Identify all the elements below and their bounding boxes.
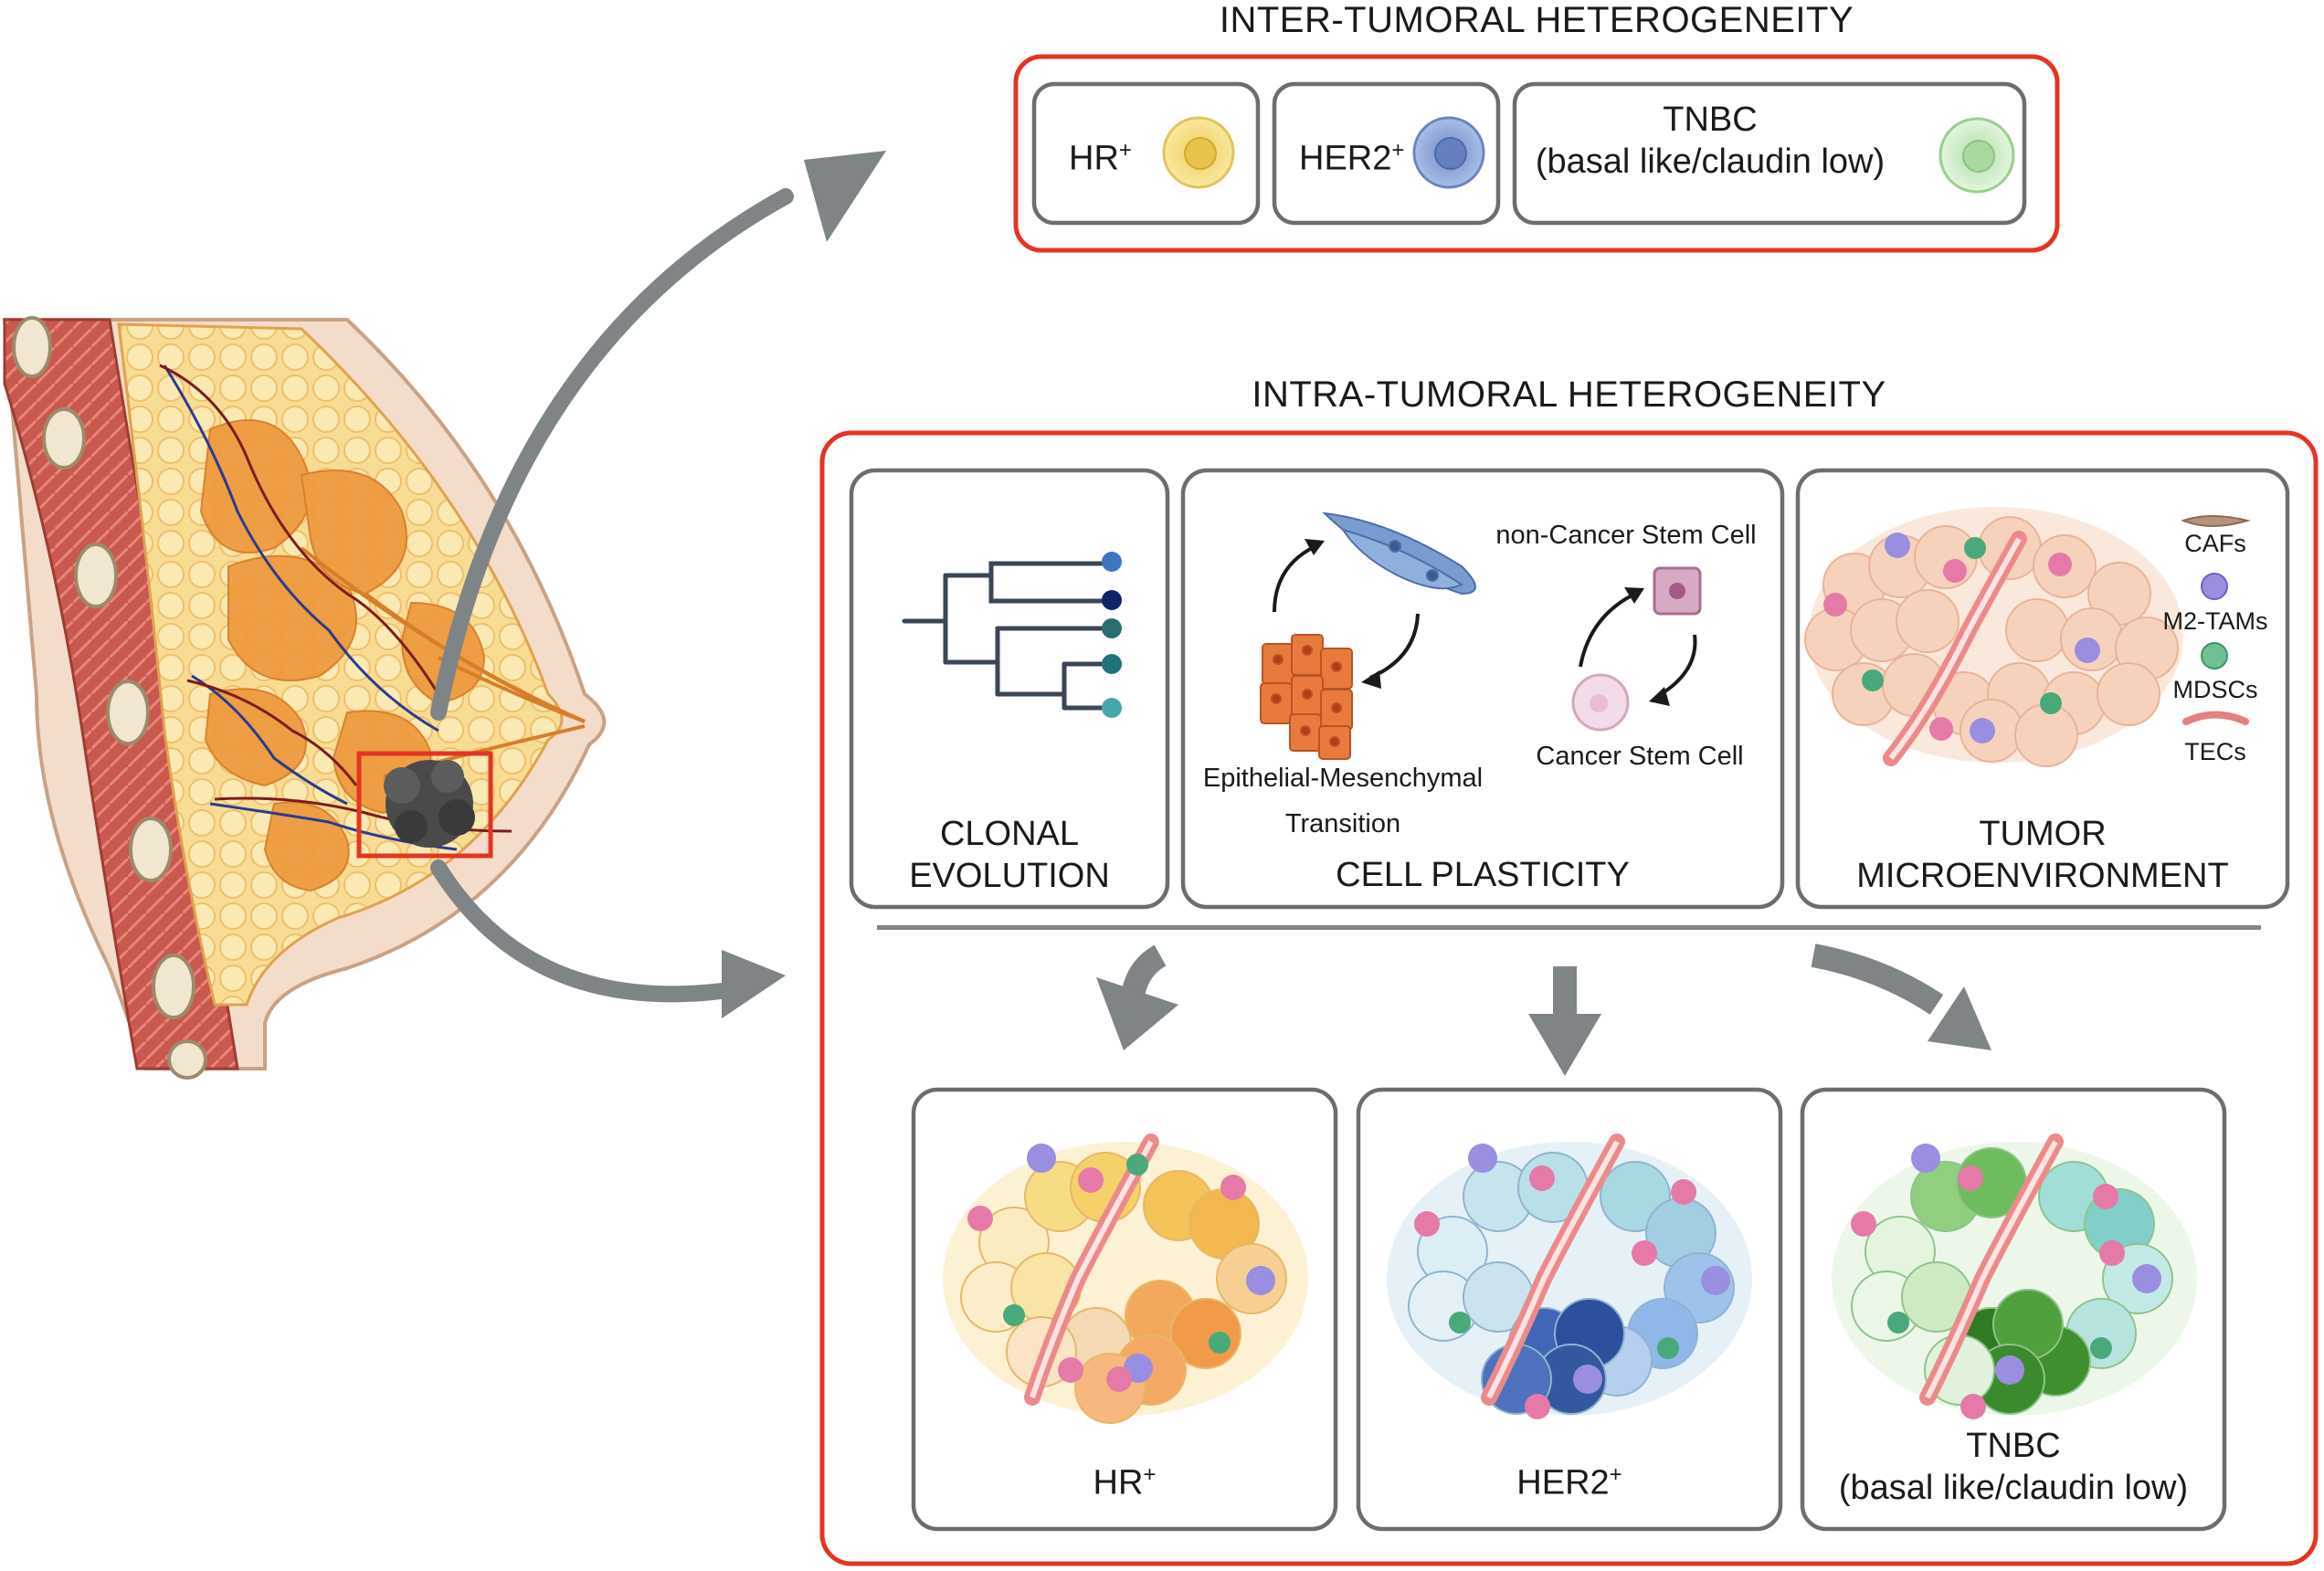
- non-cancer-stem-cell-icon: [1653, 566, 1702, 616]
- caf-icon: [2181, 515, 2251, 527]
- outcome-tnbc-label: TNBC (basal like/claudin low): [1838, 1427, 2189, 1507]
- intra-tumoral-frame: [819, 430, 2319, 1566]
- inter-tumoral-frame: [1013, 54, 2060, 253]
- tnbc-tumor-cluster: [1832, 1133, 2197, 1419]
- clonal-evolution-label: CLONAL EVOLUTION: [909, 815, 1110, 895]
- branching-arrows: [1096, 944, 1991, 1076]
- tree-leaf-nodes: [1102, 552, 1122, 718]
- tec-icon: [2182, 711, 2249, 725]
- m2-tam-icon: [2201, 573, 2228, 600]
- curved-arrow-down: [430, 859, 786, 1018]
- cancer-stem-cell-label: Cancer Stem Cell: [1536, 742, 1744, 771]
- emt-label: Epithelial-Mesenchymal Transition: [1202, 764, 1484, 838]
- inter-hr-label: HR+: [1069, 138, 1132, 178]
- epithelial-cells: [1260, 634, 1353, 760]
- her2-tumor-cluster: [1387, 1133, 1752, 1419]
- phylogenetic-tree: [902, 561, 1113, 711]
- outcome-her2-label: HER2+: [1516, 1462, 1622, 1502]
- hr-cell-icon: [1162, 116, 1235, 189]
- inter-box-tnbc: [1512, 81, 2027, 226]
- emt-arrowhead-1: [1305, 539, 1325, 555]
- legend-cafs: CAFs: [2184, 530, 2246, 557]
- cell-plasticity-box: [1180, 468, 1785, 910]
- intra-tumoral-title: INTRA-TUMORAL HETEROGENEITY: [1252, 374, 1886, 415]
- milk-ducts: [300, 546, 586, 778]
- csc-arrowhead-1: [1624, 587, 1644, 604]
- tumor-mass: [384, 760, 475, 848]
- legend-tecs: TECs: [2184, 738, 2246, 765]
- tnbc-cell-icon: [1938, 117, 2015, 194]
- csc-cycle-arrows: [1579, 592, 1697, 698]
- tme-cell-cluster: [1804, 507, 2183, 767]
- hr-tumor-cluster: [943, 1133, 1308, 1424]
- inter-her2-label: HER2+: [1299, 138, 1405, 178]
- non-cancer-stem-cell-label: non-Cancer Stem Cell: [1495, 521, 1757, 550]
- tumor-highlight-box: [356, 751, 493, 859]
- breast-anatomy-illustration: [2, 316, 607, 1080]
- legend-m2-tams: M2-TAMs: [2162, 607, 2268, 635]
- csc-arrowhead-2: [1649, 687, 1670, 706]
- curved-arrow-up: [430, 151, 886, 721]
- emt-arrowhead-2: [1361, 670, 1381, 689]
- mdsc-icon: [2201, 642, 2228, 670]
- outcome-hr-label: HR+: [1093, 1462, 1157, 1502]
- ribs: [12, 316, 207, 1080]
- inter-tumoral-title: INTER-TUMORAL HETEROGENEITY: [1219, 0, 1854, 40]
- clonal-evolution-box: [849, 468, 1170, 910]
- inter-tnbc-label: TNBC (basal like/claudin low): [1535, 100, 1886, 181]
- section-divider: [877, 925, 2261, 930]
- her2-cell-icon: [1412, 116, 1485, 189]
- cell-plasticity-label: CELL PLASTICITY: [1336, 856, 1630, 894]
- cancer-stem-cell-icon: [1571, 673, 1630, 732]
- legend-mdscs: MDSCs: [2172, 676, 2258, 703]
- tumor-microenvironment-label: TUMOR MICROENVIRONMENT: [1856, 815, 2229, 895]
- mesenchymal-cells: [1322, 511, 1476, 596]
